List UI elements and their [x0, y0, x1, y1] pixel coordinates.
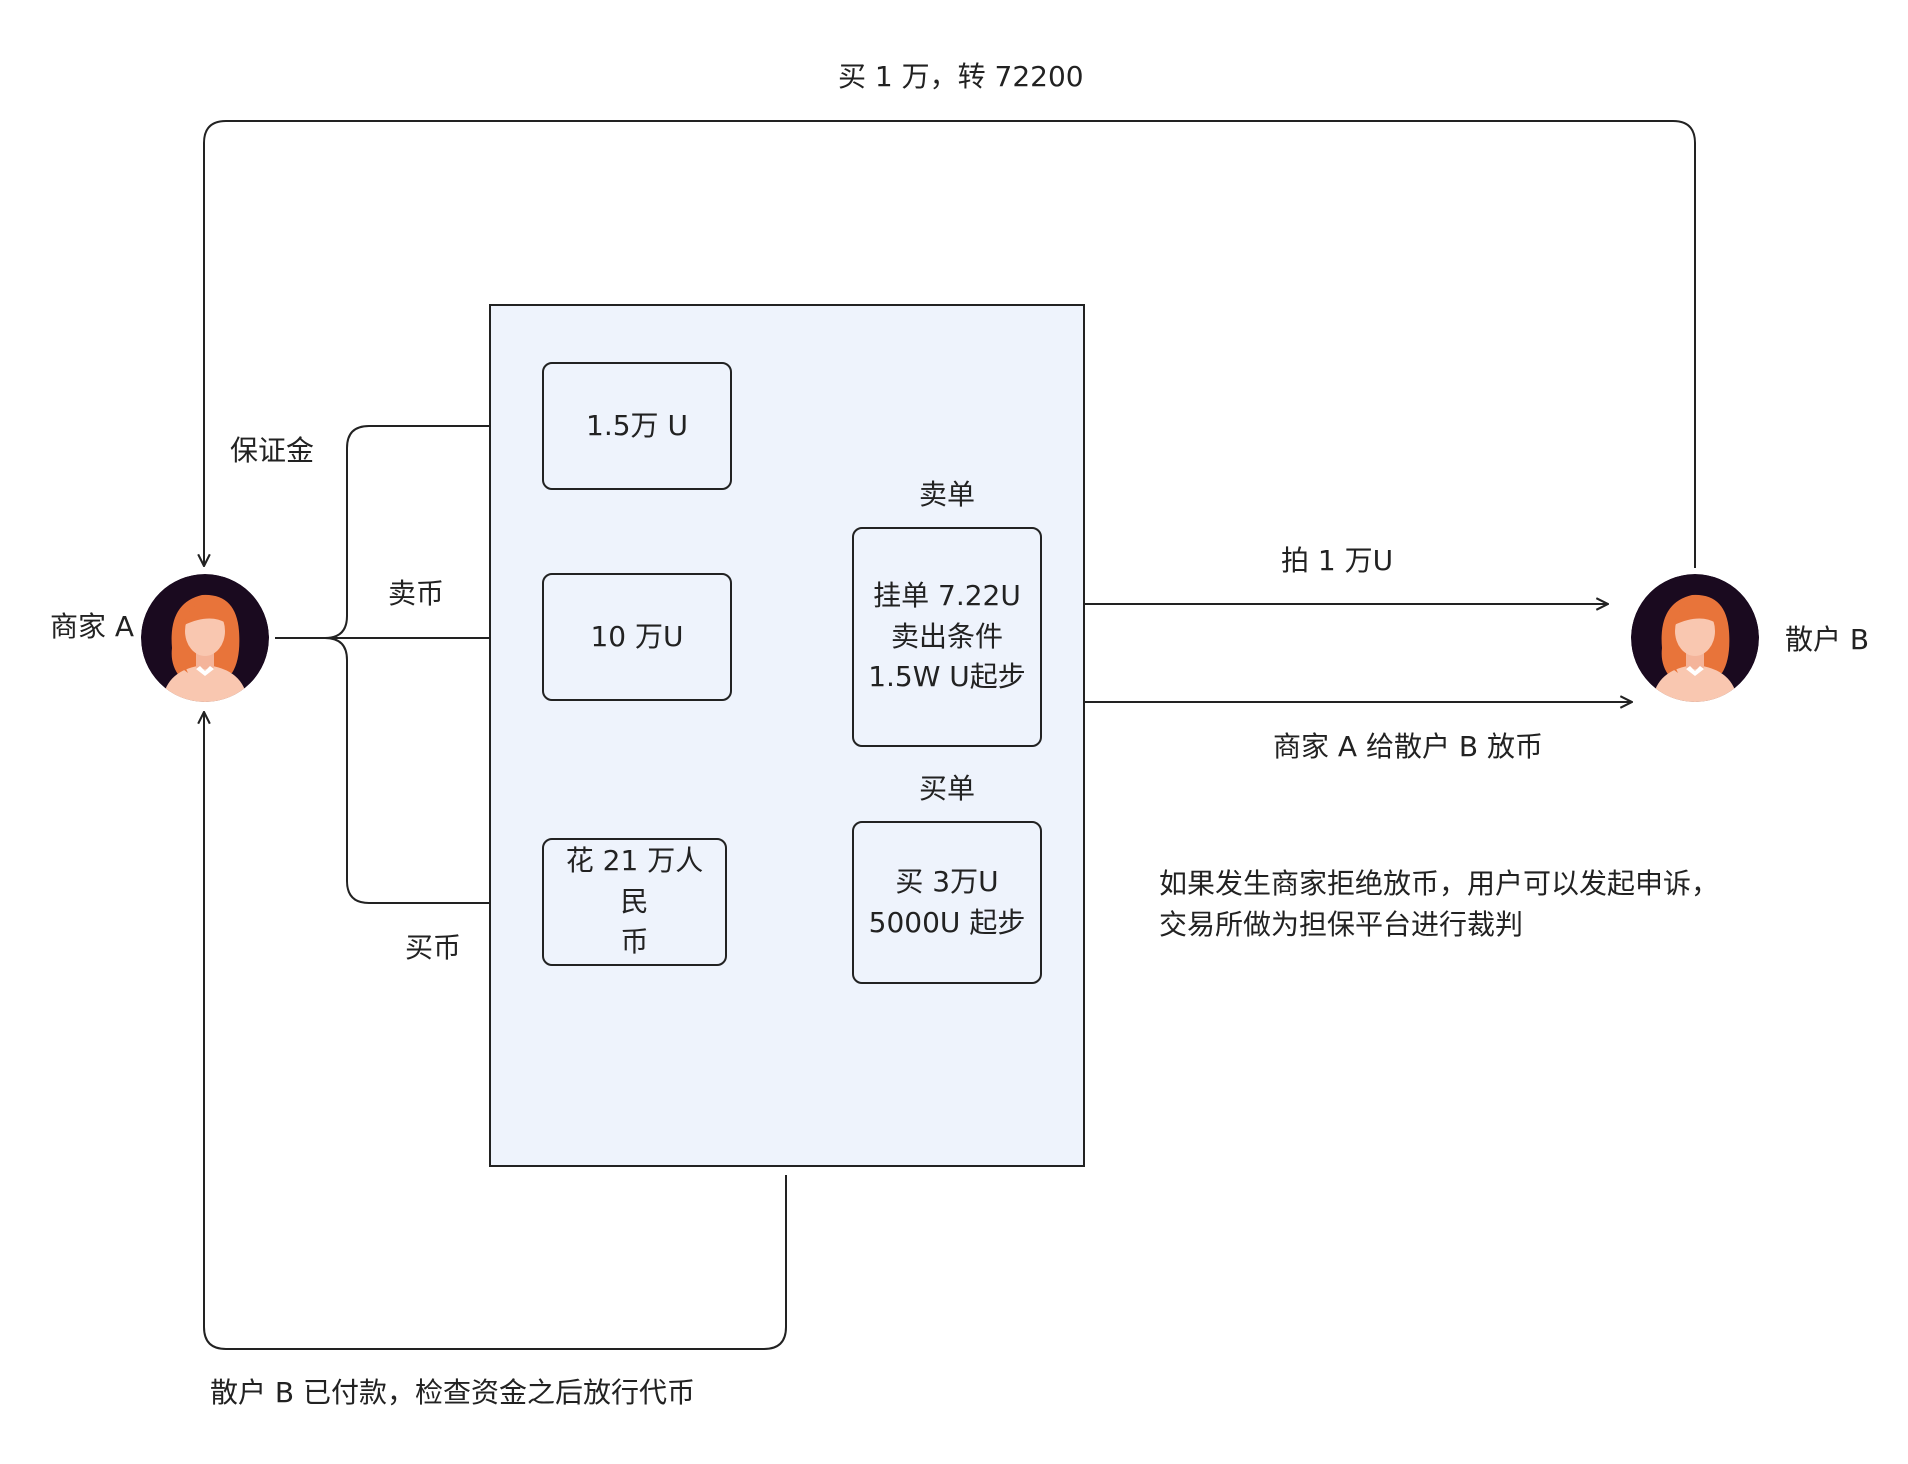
buy-order-box: 买 3万U 5000U 起步 — [852, 821, 1042, 984]
buy-amount-box: 花 21 万人民 币 — [542, 838, 727, 966]
edge-b-to-a-top — [204, 120, 1696, 568]
buy-order-title: 买单 — [919, 772, 976, 805]
retail-b-avatar-icon — [1631, 574, 1759, 702]
sell-coin-label: 卖币 — [388, 577, 445, 610]
retail-b-label: 散户 B — [1785, 623, 1870, 656]
buy-amount-line: 花 21 万人民 — [565, 844, 704, 918]
sell-order-title: 卖单 — [919, 478, 976, 511]
sell-amount-text: 10 万U — [590, 619, 684, 653]
merchant-a-label: 商家 A — [50, 610, 135, 643]
merchant-a-avatar-icon — [141, 574, 269, 702]
sell-amount-box: 10 万U — [542, 573, 732, 701]
sell-order-line: 卖出条件 — [890, 619, 1003, 653]
top-edge-label: 买 1 万，转 72200 — [838, 60, 1084, 93]
buy-coin-label: 买币 — [405, 931, 462, 964]
sell-order-box: 挂单 7.22U 卖出条件 1.5W U起步 — [852, 527, 1042, 747]
release-label: 商家 A 给散户 B 放币 — [1273, 730, 1543, 763]
dispute-note: 如果发生商家拒绝放币，用户可以发起申诉， 交易所做为担保平台进行裁判 — [1159, 864, 1719, 945]
deposit-label: 保证金 — [230, 434, 315, 467]
deposit-amount-text: 1.5万 U — [586, 408, 688, 442]
paid-label: 散户 B 已付款，检查资金之后放行代币 — [210, 1376, 696, 1409]
bid-label: 拍 1 万U — [1281, 544, 1394, 577]
dispute-note-line: 交易所做为担保平台进行裁判 — [1159, 907, 1524, 941]
buy-order-line: 买 3万U — [895, 864, 999, 898]
dispute-note-line: 如果发生商家拒绝放币，用户可以发起申诉， — [1159, 867, 1720, 900]
edge-buy — [324, 637, 537, 903]
sell-order-line: 1.5W U起步 — [868, 660, 1026, 694]
edge-paid-bottom — [204, 712, 787, 1350]
deposit-amount-box: 1.5万 U — [542, 362, 732, 490]
buy-order-line: 5000U 起步 — [868, 905, 1026, 939]
sell-order-line: 挂单 7.22U — [873, 579, 1021, 613]
buy-amount-line: 币 — [620, 925, 649, 959]
edge-deposit — [324, 426, 537, 639]
